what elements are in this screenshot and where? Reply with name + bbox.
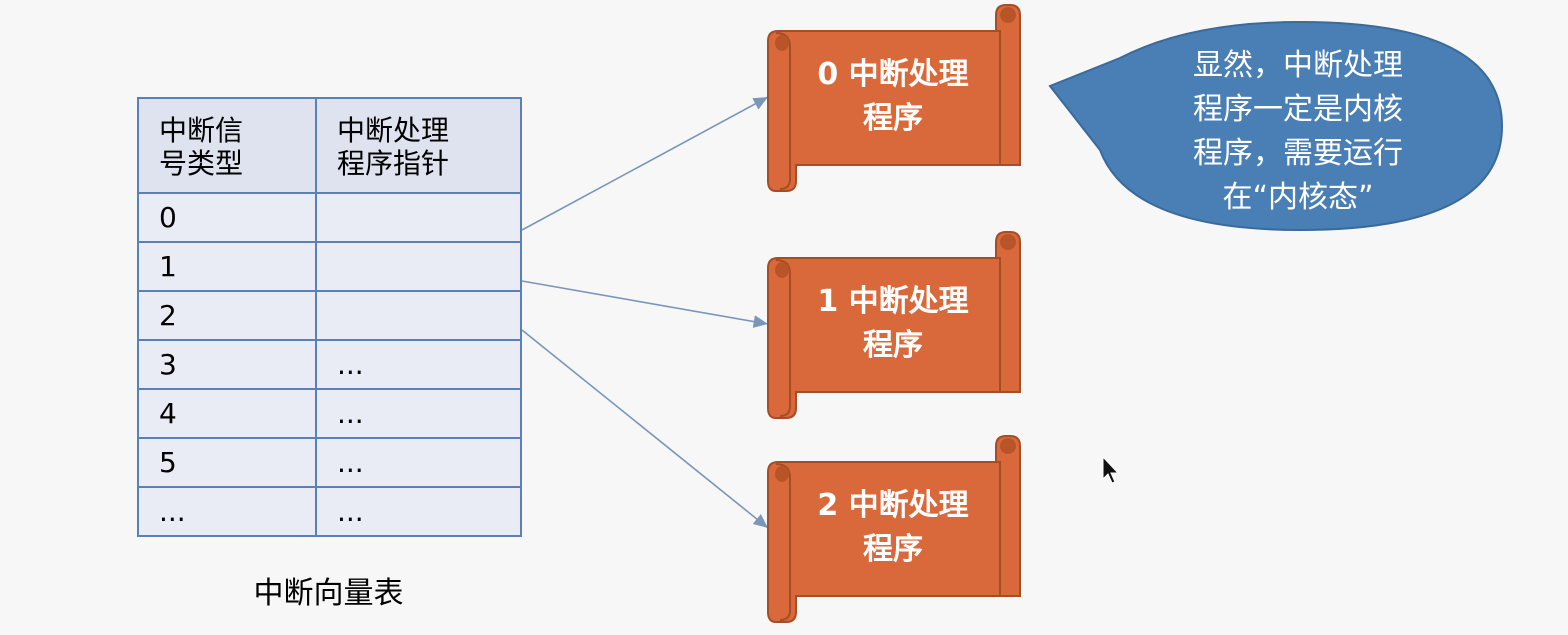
header-signal-type: 中断信 号类型 [137,97,317,194]
handler-label-0: 0 中断处理 程序 [793,53,993,141]
cell-signal: 2 [137,290,317,341]
header-handler-pointer-line2: 程序指针 [337,146,450,180]
handler-label-1-line2: 程序 [863,328,923,363]
callout-line-3: 程序，需要运行 [1193,136,1403,171]
handler-scroll-0 [767,4,1021,192]
callout-bubble [1048,20,1504,232]
table-row: ...... [137,486,522,537]
handler-scroll-2 [767,435,1021,623]
handler-label-0-line1: 0 中断处理 [817,57,969,92]
arrow-to-handler-1 [521,280,769,328]
cell-pointer: ... [315,437,522,488]
handler-label-1-line1: 1 中断处理 [817,284,969,319]
table-row: 3... [137,339,522,390]
callout-line-4: 在“内核态” [1222,180,1374,215]
arrow-to-handler-2 [521,329,769,529]
handler-label-0-line2: 程序 [863,101,923,136]
callout-line-1: 显然，中断处理 [1193,48,1403,83]
table-row: 2 [137,290,522,341]
handler-label-2: 2 中断处理 程序 [793,484,993,572]
table-header-row: 中断信 号类型 中断处理 程序指针 [137,97,522,194]
interrupt-vector-table: 中断信 号类型 中断处理 程序指针 0 1 2 3... 4... 5... .… [137,97,522,537]
handler-label-1: 1 中断处理 程序 [793,280,993,368]
cell-pointer: ... [315,486,522,537]
cell-signal: 3 [137,339,317,390]
header-signal-type-line2: 号类型 [159,146,244,180]
callout-text: 显然，中断处理 程序一定是内核 程序，需要运行 在“内核态” [1158,44,1438,220]
table-caption: 中断向量表 [253,576,404,611]
table-row: 5... [137,437,522,488]
header-handler-pointer-line1: 中断处理 [337,114,450,148]
cell-signal: ... [137,486,317,537]
arrow-to-handler-0 [521,96,769,231]
table-row: 4... [137,388,522,439]
cell-signal: 1 [137,241,317,292]
handler-label-2-line1: 2 中断处理 [817,488,969,523]
cell-signal: 0 [137,192,317,243]
table-row: 0 [137,192,522,243]
mouse-cursor-icon [1102,455,1120,484]
header-signal-type-line1: 中断信 [159,114,244,148]
cell-pointer [315,241,522,292]
cell-signal: 4 [137,388,317,439]
handler-scroll-1 [767,231,1021,419]
cell-pointer: ... [315,388,522,439]
cell-pointer: ... [315,339,522,390]
header-handler-pointer: 中断处理 程序指针 [315,97,522,194]
cell-pointer [315,290,522,341]
cell-pointer [315,192,522,243]
cell-signal: 5 [137,437,317,488]
handler-label-2-line2: 程序 [863,532,923,567]
callout-line-2: 程序一定是内核 [1193,92,1403,127]
table-row: 1 [137,241,522,292]
